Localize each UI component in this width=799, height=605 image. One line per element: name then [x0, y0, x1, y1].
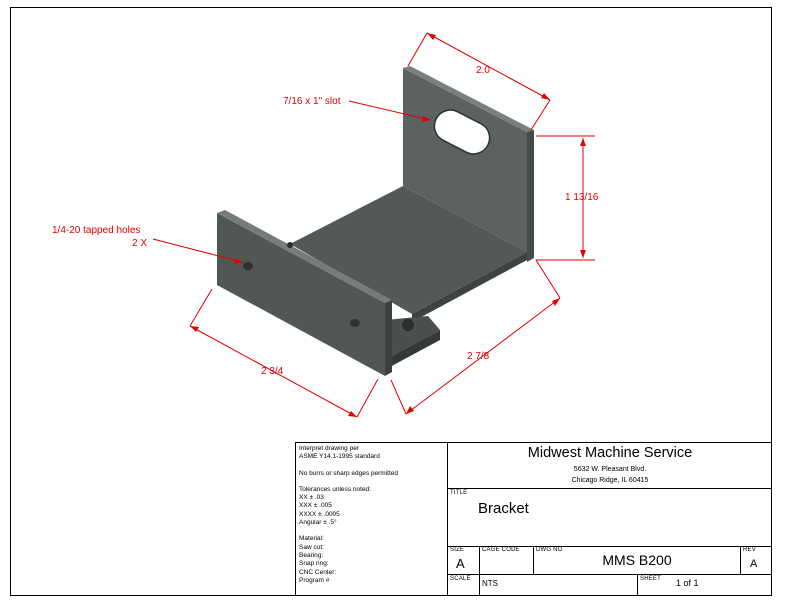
notes-panel: Interpret drawing per ASME Y14.1-1995 st… [299, 445, 445, 585]
note-tol-angular: Angular ± .5° [299, 519, 337, 527]
note-saw-cut: Saw cut: [299, 543, 324, 551]
rev-label: REV [743, 547, 756, 553]
size-label: SIZE [450, 547, 465, 553]
company-address-line2: Chicago Ridge, IL 60415 [571, 477, 649, 484]
dim-tapped-holes-label: 1/4-20 tapped holes [52, 225, 140, 236]
note-tol-xxxx: XXXX ± .0005 [299, 510, 340, 518]
dim-width-label: 2.0 [476, 65, 490, 76]
company-address-line1: 5632 W. Pleasant Blvd. [573, 466, 647, 473]
note-tolerances-heading: Tolerances unless noted: [299, 485, 371, 493]
note-snap-ring: Snap ring: [299, 560, 329, 568]
note-interpret: Interpret drawing per [299, 445, 359, 452]
dimension-arrows [190, 33, 586, 417]
left-flange-side [385, 300, 392, 376]
dim-slot-label: 7/16 x 1" slot [283, 96, 341, 107]
dim-depth-label: 2 7/8 [467, 351, 490, 362]
tapped-hole-2 [350, 319, 360, 327]
dimension-labels: 2.0 7/16 x 1" slot 1 13/16 1/4-20 tapped… [52, 65, 599, 377]
left-flange-top-edge [217, 210, 392, 303]
note-program: Program # [299, 576, 330, 584]
dwg-no-label: DWG NO [536, 547, 563, 553]
bracket-model [217, 66, 534, 376]
dimension-lines [152, 32, 595, 418]
sheet-label: SHEET [640, 576, 662, 582]
left-flange-face [217, 213, 385, 376]
title-label: TITLE [450, 490, 468, 496]
dwg-no-value: MMS B200 [602, 552, 672, 568]
dim-height-label: 1 13/16 [565, 192, 599, 203]
fastener [402, 319, 414, 331]
fastener-rear [287, 242, 293, 248]
dim-tapped-holes-count: 2 X [132, 238, 147, 249]
note-standard: ASME Y14.1-1995 standard [299, 453, 380, 461]
rev-value: A [750, 558, 758, 570]
back-plate-top-edge [403, 66, 534, 132]
back-plate-face [403, 68, 527, 252]
note-cnc-center: CNC Center: [299, 568, 337, 576]
note-tol-xx: XX ± .03 [299, 494, 324, 502]
drawing-title: Bracket [478, 500, 529, 517]
company-name: Midwest Machine Service [527, 445, 693, 461]
note-material: Material: [299, 535, 324, 543]
base-step [385, 316, 440, 358]
note-bearing: Bearing: [299, 551, 324, 559]
base-plate-edge [412, 252, 527, 322]
cage-code-label: CAGE CODE [482, 547, 520, 553]
note-burrs: No burrs or sharp edges permitted [299, 469, 398, 477]
sheet-value: 1 of 1 [676, 578, 699, 588]
back-plate-side [527, 130, 534, 262]
company-block: Midwest Machine Service 5632 W. Pleasant… [448, 444, 772, 486]
note-tol-xxx: XXX ± .005 [299, 502, 332, 510]
slot [433, 109, 491, 155]
title-block [295, 442, 772, 596]
size-value: A [456, 556, 465, 571]
scale-value: NTS [482, 579, 498, 588]
base-plate-top [290, 186, 527, 314]
base-step-edge [388, 330, 440, 368]
dim-length-label: 2 3/4 [261, 366, 284, 377]
scale-label: SCALE [450, 576, 471, 582]
tapped-hole-1 [243, 262, 253, 270]
